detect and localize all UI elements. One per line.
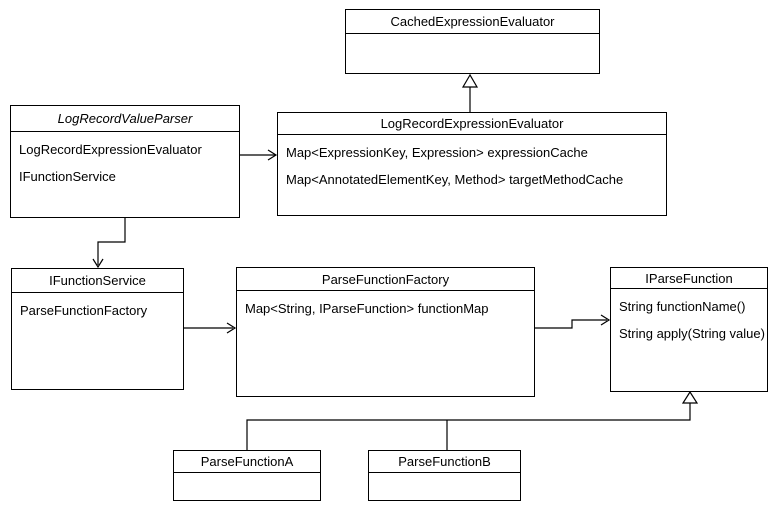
class-member: String functionName()	[619, 299, 746, 314]
class-title: ParseFunctionFactory	[237, 268, 534, 291]
class-title: LogRecordValueParser	[11, 106, 239, 132]
class-title: IParseFunction	[611, 268, 767, 289]
class-members: LogRecordExpressionEvaluator IFunctionSe…	[11, 132, 239, 194]
class-members	[369, 473, 520, 481]
class-box-parsefunctiona[interactable]: ParseFunctionA	[173, 450, 321, 501]
class-title: CachedExpressionEvaluator	[346, 10, 599, 34]
class-box-cachedexpressionevaluator[interactable]: CachedExpressionEvaluator	[345, 9, 600, 74]
open-arrowhead-icon	[92, 258, 104, 269]
edge-generalization-parsefunctiona-parsefunctionb-to-iparsefunction	[246, 390, 699, 450]
class-member: Map<AnnotatedElementKey, Method> targetM…	[286, 172, 624, 187]
class-member: String apply(String value)	[619, 326, 765, 341]
edge-association-logrecordvalueparser-to-ifunctionservice	[92, 218, 126, 269]
class-members	[346, 34, 599, 42]
class-box-iparsefunction[interactable]: IParseFunction String functionName() Str…	[610, 267, 768, 392]
class-member: ParseFunctionFactory	[20, 303, 148, 318]
class-members: ParseFunctionFactory	[12, 293, 183, 328]
class-members: String functionName() String apply(Strin…	[611, 289, 767, 351]
edge-association-logrecordvalueparser-to-logrecordexpressionevaluator	[240, 149, 278, 161]
class-box-ifunctionservice[interactable]: IFunctionService ParseFunctionFactory	[11, 268, 184, 390]
class-member: IFunctionService	[19, 169, 116, 184]
class-box-parsefunctionfactory[interactable]: ParseFunctionFactory Map<String, IParseF…	[236, 267, 535, 397]
class-members	[174, 473, 320, 481]
class-member: Map<ExpressionKey, Expression> expressio…	[286, 145, 588, 160]
class-box-logrecordexpressionevaluator[interactable]: LogRecordExpressionEvaluator Map<Express…	[277, 112, 667, 216]
open-arrowhead-icon	[226, 322, 237, 334]
hollow-triangle-arrowhead-icon	[461, 73, 479, 88]
open-arrowhead-icon	[600, 314, 611, 326]
open-arrowhead-icon	[267, 149, 278, 161]
class-members: Map<String, IParseFunction> functionMap	[237, 291, 534, 326]
hollow-triangle-arrowhead-icon	[681, 390, 699, 404]
class-box-parsefunctionb[interactable]: ParseFunctionB	[368, 450, 521, 501]
class-member: Map<String, IParseFunction> functionMap	[245, 301, 489, 316]
edge-generalization-logrecordexpressionevaluator-to-cachedexpressionevaluator	[461, 73, 479, 112]
class-title: LogRecordExpressionEvaluator	[278, 113, 666, 135]
edge-association-parsefunctionfactory-to-iparsefunction	[535, 314, 611, 329]
edge-association-ifunctionservice-to-parsefunctionfactory	[184, 322, 237, 334]
class-title: ParseFunctionA	[174, 451, 320, 473]
class-box-logrecordvalueparser[interactable]: LogRecordValueParser LogRecordExpression…	[10, 105, 240, 218]
class-title: IFunctionService	[12, 269, 183, 293]
class-member: LogRecordExpressionEvaluator	[19, 142, 202, 157]
class-members: Map<ExpressionKey, Expression> expressio…	[278, 135, 666, 197]
class-title: ParseFunctionB	[369, 451, 520, 473]
